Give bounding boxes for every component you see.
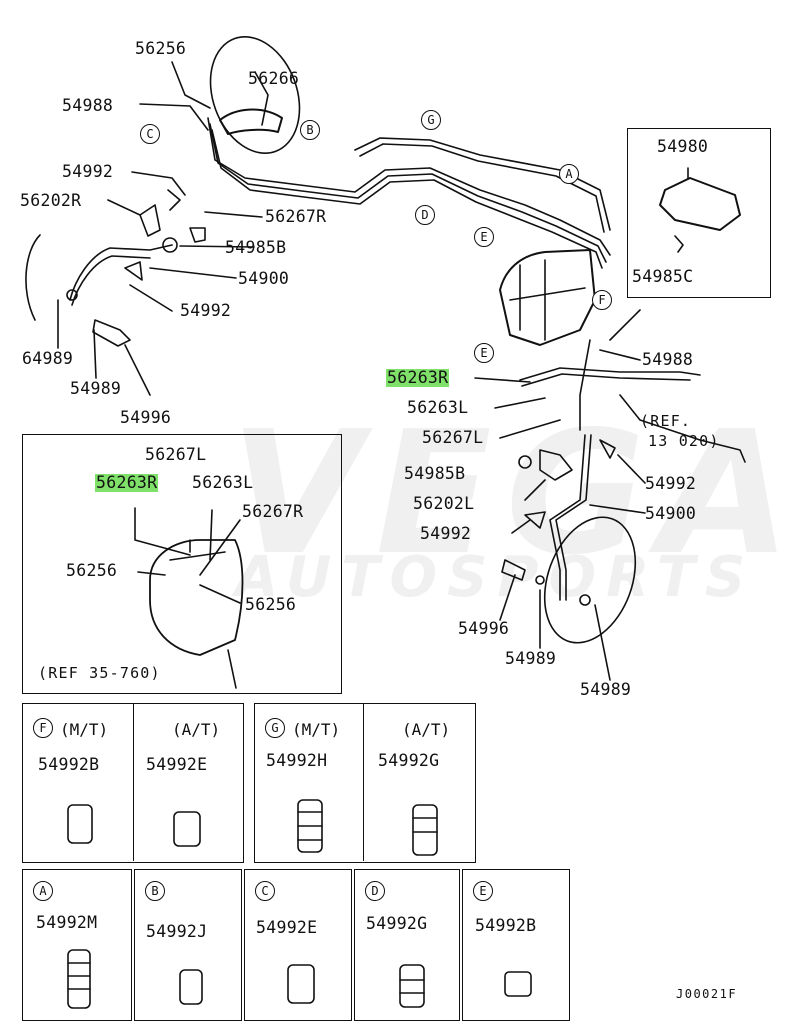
part-label-54985c: 54985C (632, 267, 694, 286)
detail-box-54980 (627, 128, 771, 298)
part-label-54992: 54992 (420, 524, 472, 543)
part-label-56263r-highlighted: 56263R (386, 368, 450, 387)
clip-box-d (354, 869, 460, 1021)
clip-box-f-letter: F (33, 718, 53, 738)
part-label-54988: 54988 (642, 350, 694, 369)
part-label-56202r: 56202R (20, 191, 82, 210)
clip-box-a-letter: A (33, 881, 53, 901)
clip-box-g-mt-label: (M/T) (292, 720, 341, 739)
clip-part-54992e: 54992E (146, 755, 208, 774)
part-label-54988: 54988 (62, 96, 114, 115)
clip-box-b-letter: B (145, 881, 165, 901)
clip-part-54992e: 54992E (256, 918, 318, 937)
callout-g: G (421, 110, 441, 130)
callout-f: F (592, 290, 612, 310)
callout-e: E (474, 227, 494, 247)
callout-a: A (559, 164, 579, 184)
inset-ref-label: (REF 35-760) (38, 664, 161, 682)
detail-inset-box (22, 434, 342, 694)
clip-box-d-letter: D (365, 881, 385, 901)
clip-part-54992b: 54992B (38, 755, 100, 774)
clip-box-f-mt-label: (M/T) (60, 720, 109, 739)
part-label-56202l: 56202L (413, 494, 475, 513)
clip-part-54992g: 54992G (378, 751, 440, 770)
clip-box-g-at-label: (A/T) (402, 720, 451, 739)
clip-box-f-at-label: (A/T) (172, 720, 221, 739)
clip-box-g (254, 703, 476, 863)
inset-label-56267r: 56267R (242, 502, 304, 521)
part-label-56267l: 56267L (422, 428, 484, 447)
clip-box-e-letter: E (473, 881, 493, 901)
inset-label-56267l: 56267L (145, 445, 207, 464)
part-label-64989: 64989 (22, 349, 74, 368)
part-label-54996: 54996 (120, 408, 172, 427)
part-label-54992: 54992 (62, 162, 114, 181)
part-label-54980: 54980 (657, 137, 709, 156)
callout-d: D (415, 205, 435, 225)
clip-part-54992m: 54992M (36, 913, 98, 932)
part-label-54900: 54900 (238, 269, 290, 288)
inset-label-56256: 56256 (245, 595, 297, 614)
clip-part-54992j: 54992J (146, 922, 208, 941)
part-label-54989: 54989 (580, 680, 632, 699)
part-label-54985b: 54985B (404, 464, 466, 483)
callout-e: E (474, 343, 494, 363)
part-label-56256: 56256 (135, 39, 187, 58)
clip-part-54992h: 54992H (266, 751, 328, 770)
callout-b: B (300, 120, 320, 140)
clip-box-b (134, 869, 242, 1021)
inset-label-56263l: 56263L (192, 473, 254, 492)
part-label-54992: 54992 (180, 301, 232, 320)
diagram-code: J00021F (676, 987, 738, 1001)
clip-box-c (244, 869, 352, 1021)
callout-c: C (140, 124, 160, 144)
ref-label-13020-number: 13 020) (648, 432, 720, 450)
part-label-56267r: 56267R (265, 207, 327, 226)
clip-box-a (22, 869, 132, 1021)
part-label-54992: 54992 (645, 474, 697, 493)
clip-box-divider (133, 703, 134, 861)
part-label-56263l: 56263L (407, 398, 469, 417)
part-label-54996: 54996 (458, 619, 510, 638)
part-label-54900: 54900 (645, 504, 697, 523)
clip-part-54992g: 54992G (366, 914, 428, 933)
clip-box-g-letter: G (265, 718, 285, 738)
clip-part-54992b: 54992B (475, 916, 537, 935)
clip-box-c-letter: C (255, 881, 275, 901)
part-label-54989: 54989 (70, 379, 122, 398)
clip-box-divider (363, 703, 364, 861)
ref-label-13020: (REF. (640, 412, 692, 430)
part-label-54989: 54989 (505, 649, 557, 668)
part-label-54985b: 54985B (225, 238, 287, 257)
part-label-56266: 56266 (248, 69, 300, 88)
inset-label-56256: 56256 (66, 561, 118, 580)
clip-box-e (462, 869, 570, 1021)
inset-label-56263r-highlighted: 56263R (95, 473, 159, 492)
